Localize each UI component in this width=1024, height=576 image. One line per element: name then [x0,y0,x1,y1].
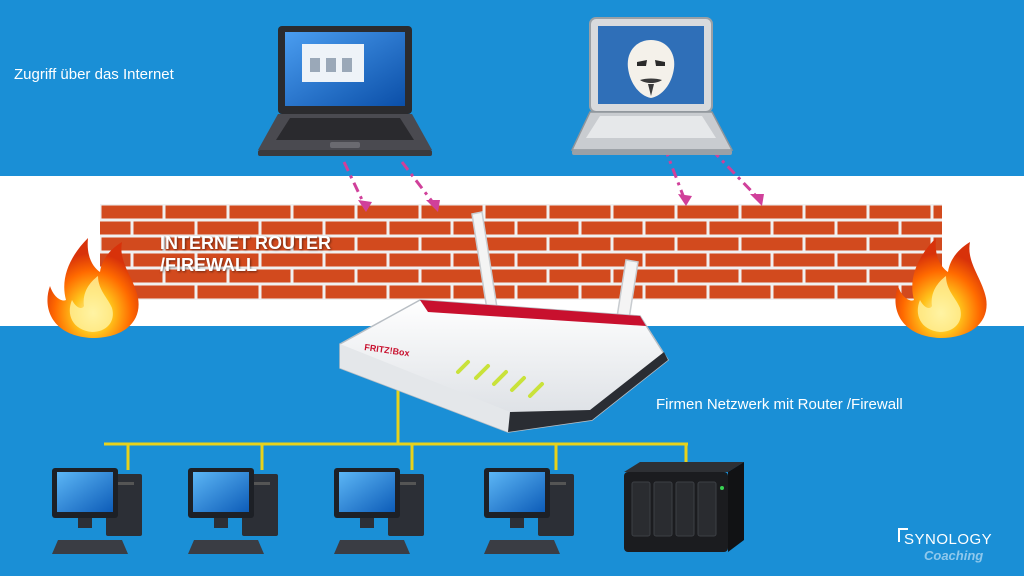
nas-icon [624,462,744,552]
synology-coaching-logo: SYNOLOGY Coaching [898,526,1018,572]
desktop-pc-icon [52,468,142,554]
internet-access-label: Zugriff über das Internet [14,66,174,83]
router-leds [456,360,544,398]
arrow-head [426,200,440,212]
desktop-pc-icon [484,468,574,554]
fire-icon [895,238,987,338]
company-network-label: Firmen Netzwerk mit Router /Firewall [656,396,903,413]
desktop-pc-icon [188,468,278,554]
logo-bracket [898,528,908,542]
arrow-head [678,194,692,206]
desktop-pc-icon [334,468,424,554]
router-title-line1: INTERNET ROUTER [160,233,331,253]
mask-icon [627,40,675,98]
arrow-head [750,194,764,206]
arrow-line [400,161,436,205]
arrow-line [342,161,366,205]
fire-icon [47,238,139,338]
router-title: INTERNET ROUTER /FIREWALL [160,232,331,276]
network-lines [104,390,688,470]
hacker-laptop-icon [570,17,734,155]
router-title-line2: /FIREWALL [160,255,257,275]
router-icon: FRITZ!Box [339,211,669,433]
brick-wall [100,204,942,300]
arrow-head [358,200,372,212]
arrow-heads [358,194,764,212]
logo-text-bottom: Coaching [924,548,984,563]
logo-text-top: SYNOLOGY [904,531,993,548]
laptop-icon [258,26,432,156]
